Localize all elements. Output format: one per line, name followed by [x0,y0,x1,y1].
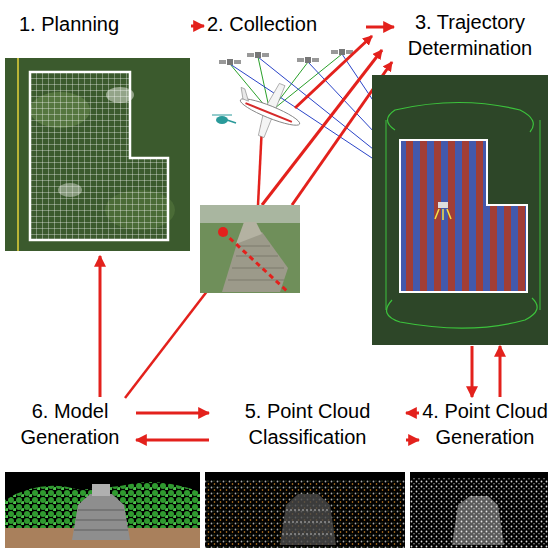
stage-node: 5. Point Cloud Classification [210,398,405,460]
stage-label: 3. Trajectory Determination [395,9,545,61]
survey-area [400,140,527,292]
flight-lines [400,140,527,292]
model-image [5,472,200,548]
ground-station [435,202,451,220]
raw-points [410,478,548,548]
stage-node: 6. Model Generation [5,398,135,460]
trajectory-image [372,75,548,345]
helicopter-symbol [212,115,236,124]
satellite-symbol [297,57,319,63]
flow-arrow [191,25,204,28]
sky-band [200,205,300,223]
stage-node: 2. Collection [205,8,365,48]
temple-model [92,484,110,496]
aircraft-symbol [227,71,311,148]
classified-points [205,480,405,548]
data-flow-line [295,36,372,108]
stage-label: 5. Point Cloud Classification [210,398,405,450]
boundary-line [17,58,19,251]
satellite-symbol [219,59,241,65]
temple-top [236,222,262,244]
laser-point [218,227,228,237]
pyramid-steps [282,510,334,534]
survey-area [30,72,168,240]
data-flow-line [262,50,382,205]
flow-arrow [406,439,419,442]
flow-arrow [366,26,394,29]
stage-label: 1. Planning [19,11,190,37]
flight-track [386,120,540,310]
stage-label: 6. Model Generation [5,398,135,450]
flight-turn [388,103,534,133]
flight-turn [387,298,538,328]
pyramid-points [280,494,336,545]
flow-arrow [471,346,474,397]
classified-cloud-image [205,472,405,548]
satellite-symbol [247,52,269,58]
point-cloud-image [410,472,548,548]
leader-line [125,290,208,398]
stage-node: 1. Planning [5,5,190,255]
satellite-image [5,58,190,251]
flow-arrow [406,412,419,415]
stage-node: 4. Point Cloud Generation [420,398,550,460]
stage-label: 2. Collection [207,11,365,37]
pyramid-model [72,494,130,540]
site-photo [200,205,300,293]
satellite-symbol [331,49,353,55]
gps-signal [270,54,342,112]
pyramid-shape [222,232,288,292]
pyramid-points [452,496,504,545]
flow-arrow [99,256,102,397]
leader-line [258,125,262,205]
flow-arrow [136,412,209,415]
flow-arrow [136,439,209,442]
scan-line [223,232,287,291]
pyramid-steps [74,510,128,530]
flow-arrow [499,346,502,397]
stage-label: 4. Point Cloud Generation [420,398,550,450]
stage-node: 3. Trajectory Determination [395,5,545,345]
survey-grid [30,72,168,240]
